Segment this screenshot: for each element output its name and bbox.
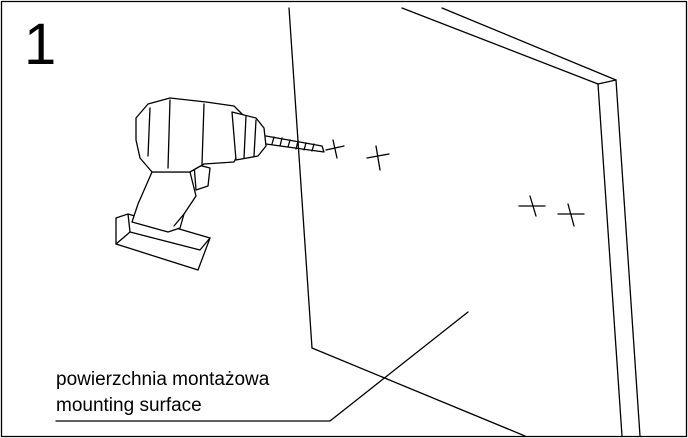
cross-mark-icon: [518, 195, 546, 217]
cross-mark-icon: [366, 145, 390, 171]
surface-label-polish: powierzchnia montażowa: [56, 369, 270, 390]
cross-mark-icon: [557, 203, 585, 227]
step-number: 1: [24, 12, 57, 77]
drill-marks: [325, 139, 585, 227]
surface-label-english: mounting surface: [56, 395, 202, 416]
drill-icon: [115, 97, 325, 271]
cross-mark-icon: [325, 139, 345, 159]
label-leader-line: [55, 311, 469, 422]
mounting-panel: [288, 7, 641, 437]
